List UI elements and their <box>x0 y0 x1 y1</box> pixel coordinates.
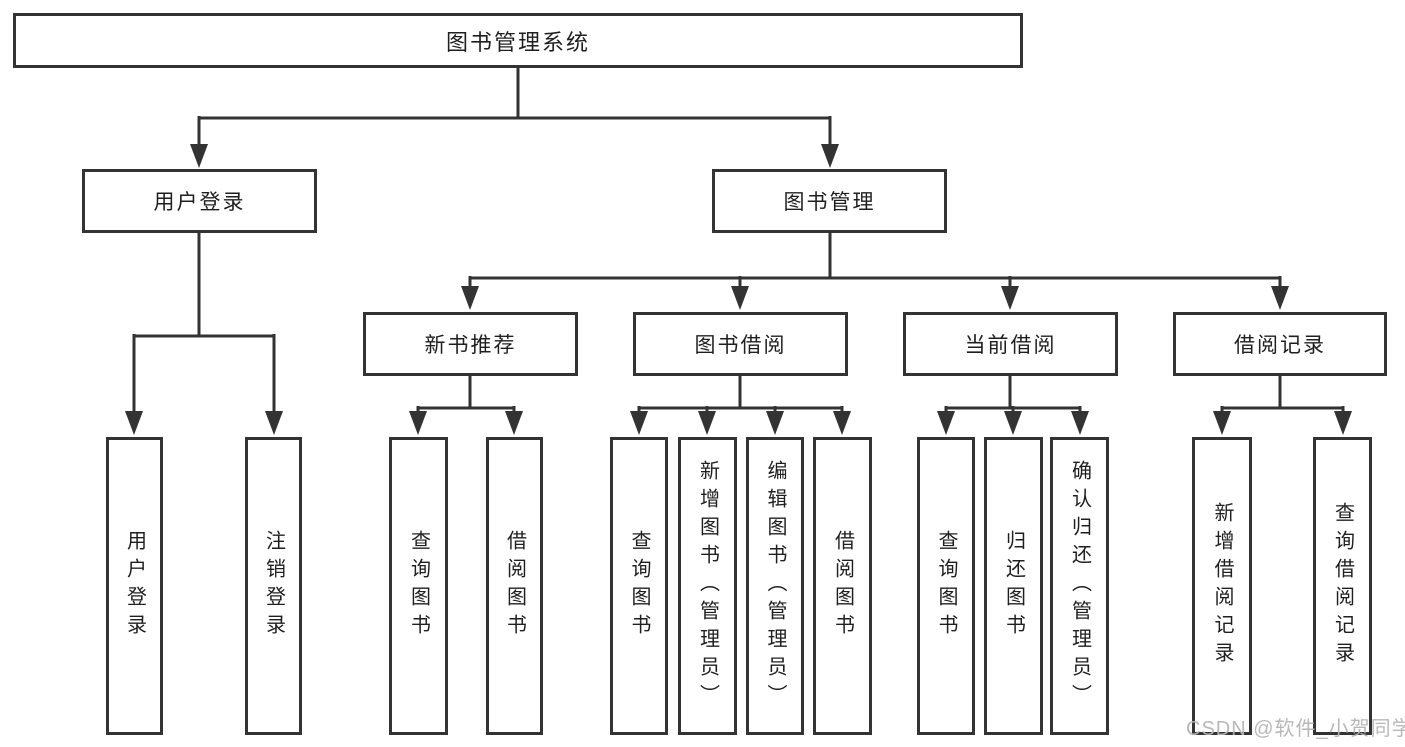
node-label: 注销登录 <box>262 530 285 642</box>
node-label: 编辑图书（管理员） <box>764 460 786 712</box>
node-book-borrow: 图书借阅 <box>633 312 848 376</box>
node-label: 新增借阅记录 <box>1211 502 1233 670</box>
node-label: 用户登录 <box>153 191 246 214</box>
node-label: 新书推荐 <box>424 334 517 357</box>
node-label: 借阅图书 <box>503 530 526 642</box>
leaf-borrow-query-book: 查询图书 <box>610 437 668 735</box>
node-label: 新增图书（管理员） <box>696 460 719 712</box>
leaf-user-login: 用户登录 <box>106 437 163 735</box>
node-label: 确认归还（管理员） <box>1068 460 1091 712</box>
node-new-book-recommend: 新书推荐 <box>363 312 578 376</box>
node-label: 用户登录 <box>123 530 146 642</box>
node-label: 查询图书 <box>407 530 430 642</box>
node-label: 借阅记录 <box>1234 334 1326 357</box>
edges-root <box>197 68 832 146</box>
node-label: 查询图书 <box>628 530 650 642</box>
edges-current-borrow <box>944 376 1082 413</box>
node-label: 借阅图书 <box>831 530 854 642</box>
leaf-confirm-return-admin: 确认归还（管理员） <box>1050 437 1109 735</box>
node-user-login: 用户登录 <box>82 169 317 233</box>
leaf-newbook-borrow-book: 借阅图书 <box>486 437 543 735</box>
leaf-newbook-query-book: 查询图书 <box>389 437 448 735</box>
node-label: 当前借阅 <box>964 334 1057 357</box>
node-label: 图书借阅 <box>694 334 787 357</box>
edges-book-borrow <box>637 376 844 413</box>
node-label: 图书管理 <box>783 191 876 214</box>
edges-borrow-record <box>1220 376 1345 413</box>
edges-book-management <box>468 233 1282 288</box>
leaf-borrow-book: 借阅图书 <box>813 437 872 735</box>
leaf-logout: 注销登录 <box>245 437 302 735</box>
node-label: 查询借阅记录 <box>1331 502 1354 670</box>
node-book-management: 图书管理 <box>712 169 947 233</box>
leaf-add-book-admin: 新增图书（管理员） <box>678 437 737 735</box>
csdn-watermark: CSDN @软件_小贺同学 <box>1186 718 1405 740</box>
node-borrow-record: 借阅记录 <box>1173 312 1387 376</box>
edges-user-login <box>132 233 276 413</box>
leaf-return-book: 归还图书 <box>984 437 1043 735</box>
node-label: 图书管理系统 <box>445 29 590 55</box>
node-library-management-system: 图书管理系统 <box>13 13 1023 68</box>
node-current-borrow: 当前借阅 <box>903 312 1118 376</box>
leaf-add-borrow-record: 新增借阅记录 <box>1192 437 1252 735</box>
leaf-current-query-book: 查询图书 <box>917 437 975 735</box>
leaf-query-borrow-record: 查询借阅记录 <box>1313 437 1372 735</box>
node-label: 归还图书 <box>1002 530 1025 642</box>
node-label: 查询图书 <box>935 530 957 642</box>
edges-new-book-recommend <box>416 376 516 413</box>
arrowheads <box>125 144 1352 435</box>
leaf-edit-book-admin: 编辑图书（管理员） <box>746 437 804 735</box>
